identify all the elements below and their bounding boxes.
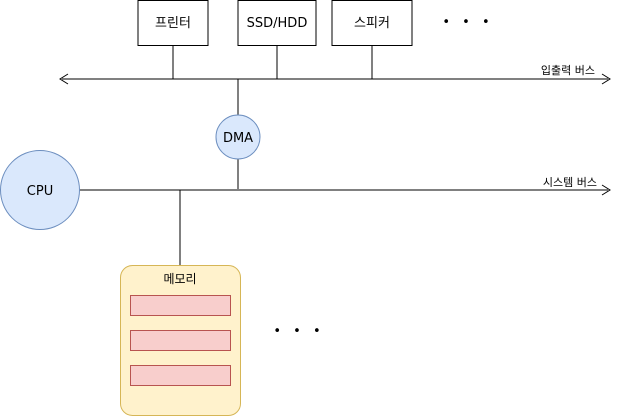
memory-cell	[130, 295, 231, 316]
device-printer: 프린터	[137, 0, 209, 46]
dma-label: DMA	[223, 131, 253, 146]
cpu-node: CPU	[0, 150, 80, 230]
memory-label: 메모리	[163, 272, 196, 286]
bottom-ellipsis: • • •	[273, 324, 324, 339]
system-bus	[80, 184, 611, 196]
dma-node: DMA	[215, 114, 261, 160]
io-bus	[59, 73, 611, 85]
memory-cell	[130, 365, 231, 386]
io-bus-label: 입출력 버스	[541, 64, 595, 77]
device-ssd-hdd-label: SSD/HDD	[247, 16, 308, 31]
memory-block: 메모리	[120, 265, 241, 416]
device-speaker-label: 스피커	[354, 16, 390, 31]
device-printer-label: 프린터	[155, 16, 191, 31]
memory-cell	[130, 330, 231, 351]
system-bus-label: 시스템 버스	[543, 176, 597, 189]
device-speaker: 스피커	[331, 0, 413, 46]
cpu-label: CPU	[27, 184, 53, 199]
top-ellipsis: • • •	[442, 15, 493, 30]
device-ssd-hdd: SSD/HDD	[237, 0, 317, 46]
